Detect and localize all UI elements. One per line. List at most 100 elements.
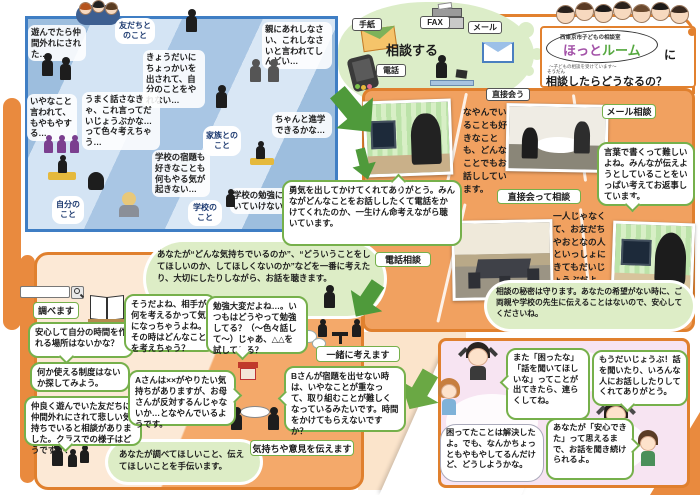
person-icon	[60, 64, 71, 80]
worried-person-body	[119, 205, 139, 217]
study-question-bubble: 勉強大変だよね…。いつもはどうやって勉強してる？（～色々話して～）じゃあ、△△を…	[206, 296, 308, 355]
org-name: 西東京市子どもの相談室	[560, 35, 621, 41]
boy-green-body	[641, 451, 655, 466]
place-question-bubble: 安心して自分の時間を作れる場所はないかな？	[28, 322, 134, 358]
method-fax: FAX	[420, 16, 450, 29]
thanks-bubble: もうだいじょうぶ！話を聞いたり、いろんな人にお話ししたりしてくれてありがとう。	[592, 350, 688, 406]
student-icon	[256, 146, 265, 159]
seated-person-icon	[352, 324, 361, 337]
mail-envelope-flap	[482, 42, 514, 52]
person-icon	[80, 450, 89, 463]
method-phone: 電話	[376, 64, 406, 77]
table-icon	[332, 332, 348, 336]
particle-ni: に	[664, 48, 677, 62]
kid-face-icon	[575, 2, 594, 21]
stressed-person-icon	[216, 92, 227, 108]
desk-icon	[48, 172, 76, 180]
table	[474, 258, 532, 279]
laptop-icon	[455, 69, 468, 79]
cloud-puff	[518, 22, 534, 38]
monitor	[620, 238, 653, 266]
kid-face-icon	[613, 1, 632, 20]
system-search-bubble: 何か使える制度はないか探してみよう。	[30, 362, 130, 392]
help-research-cloud: あなたが調べてほしいこと、伝えてほしいことを手伝います。	[108, 442, 260, 482]
method-letter: 手紙	[352, 18, 382, 31]
tagline: ～子どもの相談を受けています～	[549, 64, 617, 69]
kid-face-icon	[105, 2, 118, 15]
seated-person-icon	[231, 414, 242, 430]
girl-orange-face	[441, 384, 457, 399]
contact-again-bubble: また「困ったな」「話を聞いてほしいな」ってことが出てきたら、連らくしてね。	[506, 348, 590, 420]
hand-raised-kid-icon	[226, 194, 235, 207]
girl-orange-body	[442, 399, 456, 415]
person-purple-icon	[57, 140, 66, 153]
secret-kept-cloud: 相談の秘密は守ります。あなたの希望がない時に、ご両親や学校の先生に伝えることはな…	[487, 283, 693, 329]
person-purple-icon	[44, 140, 53, 153]
worried-person-icon	[122, 192, 136, 206]
happy-boy-body	[470, 366, 486, 380]
advocate-label: 気持ちや意見を伝えます	[250, 440, 354, 456]
book-icon-right-page	[107, 294, 124, 322]
come-together-text: 一人じゃなくて、お友だちやおとなの人といっしょにきてもだいじょうぶだよ。	[553, 211, 606, 285]
still-moyamoya-bubble: 困ってたことは解決したよ。でも、なんかちょっともやもやしてるんだけど、どうしよう…	[440, 424, 544, 482]
mail-reply-bubble: 言葉で書くって難しいよね。みんなが伝えようとしていることをいっぱい考えてお返事し…	[597, 142, 695, 206]
crouching-person-icon	[88, 172, 104, 190]
magnifier-icon	[74, 288, 80, 294]
store-icon-body	[240, 368, 256, 380]
logo-hotto: ほっと	[563, 43, 603, 58]
question-line: 相談したらどうなるの？	[546, 76, 667, 88]
person-icon	[186, 16, 197, 32]
chair	[468, 272, 481, 289]
monitor	[370, 120, 397, 150]
parent-icon	[250, 66, 261, 82]
talk-anything-text: なやんでいることも好きなことも、どんなことでもお話ししています。	[463, 107, 507, 194]
feelings-question-bubble: そうだよね、相手が何を考えるかって気になっちゃうよね。その時はどんなことを考えち…	[124, 294, 216, 353]
research-label: 調べます	[33, 302, 79, 319]
book-icon-base	[88, 319, 126, 323]
book-icon-left-page	[90, 294, 107, 322]
think-together-label: 一緒に考えます	[316, 346, 400, 362]
kid-face-icon	[594, 4, 613, 23]
phone-consult-label: 電話相談	[375, 252, 431, 267]
consult-title: 相談する	[386, 43, 439, 58]
ask-school-bubble: 仲良く遊んでいた友だちに仲間外れにされて悲しい気持ちでいると相談がありました。ク…	[24, 396, 142, 455]
standing-person-icon	[324, 292, 335, 308]
search-bar	[20, 286, 70, 298]
method-mail: メール	[468, 21, 502, 34]
person-meeting-icon	[436, 62, 447, 78]
photo-phone-counseling	[362, 98, 454, 178]
person-silhouette	[410, 113, 442, 165]
person-icon	[68, 454, 77, 467]
mail-consult-label: メール相談	[602, 104, 656, 119]
case-a-bubble: Aさんは××がやりたい気持ちがありますが、お母さんが反対するんじゃないか…となや…	[128, 370, 236, 429]
worry-bubble: ちゃんと進学できるかな…	[272, 112, 332, 138]
photo-meeting	[505, 103, 609, 173]
parent-icon	[268, 66, 279, 82]
worry-bubble: 学校の宿題も好きなことも何もやる気が起きない…	[152, 150, 210, 197]
case-b-bubble: Bさんが宿題を出せない時は、いやなことが重なって、取り組むことが難しくなっている…	[284, 366, 406, 436]
round-table-icon	[240, 406, 270, 418]
boy-green-face	[640, 436, 656, 451]
seated-person-icon	[318, 324, 327, 337]
chair-icon	[250, 158, 274, 165]
worry-bubble: いやなこと言われて、もやもやする…	[27, 94, 77, 141]
phone-thanks-bubble: 勇気を出してかけてくれてありがとう。みんながどんなことをお話ししたくて電話をかけ…	[282, 180, 462, 246]
logo-text: ほっとルーム	[563, 40, 641, 59]
cloud-puff	[524, 66, 534, 76]
table-leg	[339, 336, 342, 344]
left-frame-bar-top	[3, 98, 21, 330]
person-icon	[42, 60, 53, 76]
meeting-desk-icon	[430, 80, 474, 86]
kid-face-icon	[79, 2, 92, 15]
person-at-desk-icon	[58, 160, 67, 173]
category-family: 家族とのこと	[203, 126, 241, 156]
person-purple-icon	[70, 140, 79, 153]
kid-face-icon	[556, 5, 575, 24]
person-silhouette	[653, 231, 688, 288]
person-silhouette	[574, 120, 590, 154]
kid-face-icon	[632, 4, 651, 23]
category-self: 自分のこと	[52, 196, 84, 224]
smartphone-button	[361, 85, 366, 90]
person-icon	[52, 450, 63, 466]
